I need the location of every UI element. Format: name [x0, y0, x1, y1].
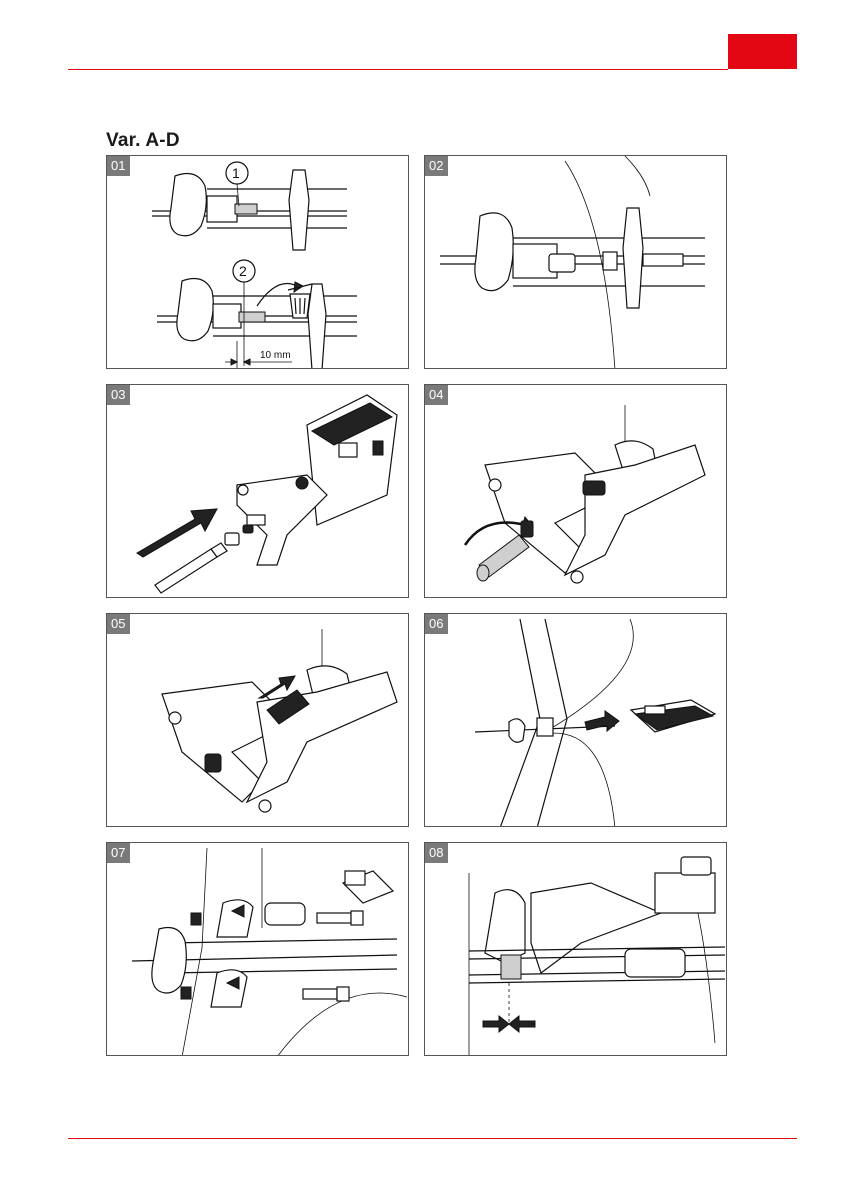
- illustration-actuator-insert-pin: [107, 385, 409, 598]
- step-number: 08: [425, 843, 448, 863]
- step-panel-03: 03: [106, 384, 409, 598]
- illustration-route-cable: [425, 614, 727, 827]
- illustration-tighten-pin: [425, 385, 727, 598]
- step-number: 01: [107, 156, 130, 176]
- step-panel-06: 06: [424, 613, 727, 827]
- step-number: 03: [107, 385, 130, 405]
- illustration-caliper-cable-adjust: 1 2 10 mm: [107, 156, 409, 369]
- step-panel-02: 02: [424, 155, 727, 369]
- step-number: 06: [425, 614, 448, 634]
- step-panel-04: 04: [424, 384, 727, 598]
- dimension-label: 10 mm: [260, 350, 291, 361]
- header-red-tab: [728, 34, 797, 69]
- step-number: 07: [107, 843, 130, 863]
- illustration-assemble-caliper-exploded: [107, 843, 409, 1056]
- header-rule: [68, 69, 728, 70]
- illustration-caliper-cable-assembled: [425, 156, 727, 369]
- step-panel-07: 07: [106, 842, 409, 1056]
- footer-rule: [68, 1138, 797, 1139]
- illustration-insert-cable-nut: [107, 614, 409, 827]
- callout-2: 2: [239, 263, 247, 279]
- step-panel-08: 08: [424, 842, 727, 1056]
- step-panel-05: 05: [106, 613, 409, 827]
- step-panel-01: 01 1 2: [106, 155, 409, 369]
- section-title: Var. A-D: [106, 130, 180, 152]
- step-number: 04: [425, 385, 448, 405]
- callout-1: 1: [232, 165, 240, 181]
- step-number: 02: [425, 156, 448, 176]
- step-number: 05: [107, 614, 130, 634]
- illustration-check-gap: [425, 843, 727, 1056]
